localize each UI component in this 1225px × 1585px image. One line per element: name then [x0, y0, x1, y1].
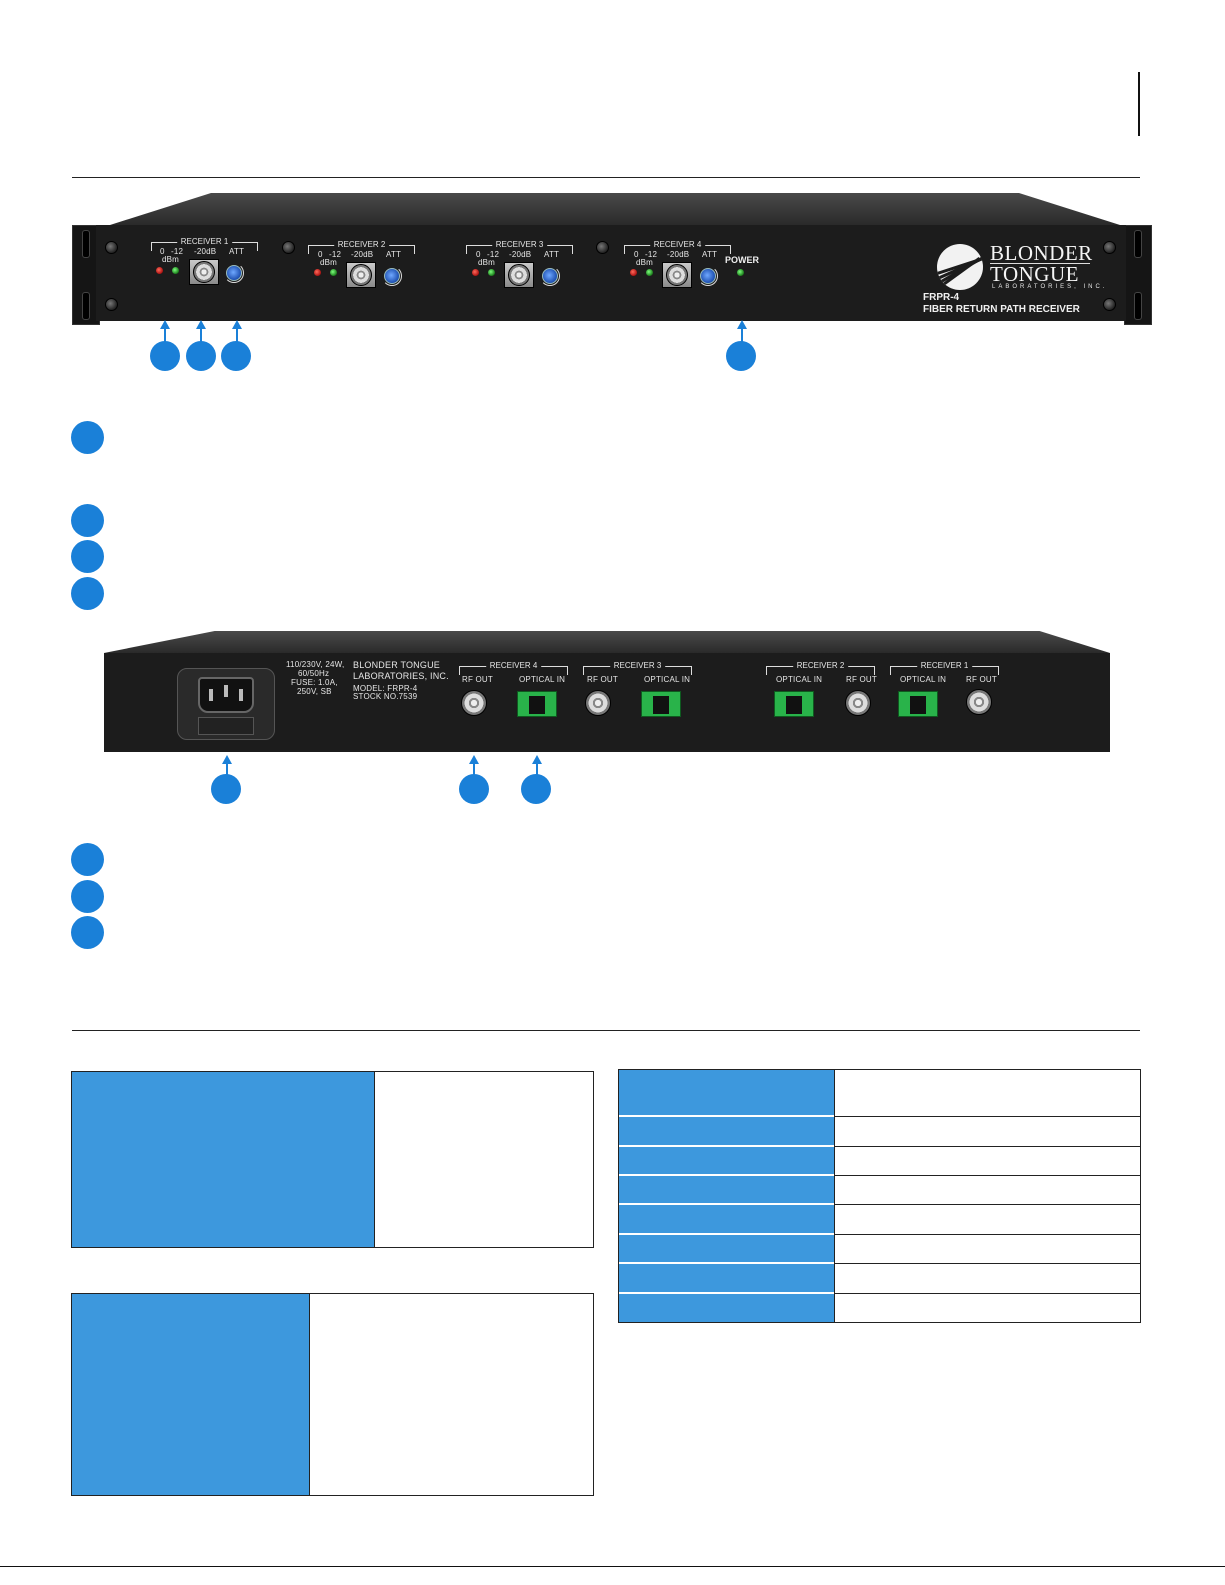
callout-7: [521, 774, 551, 804]
rear-receiver-1-rf-out[interactable]: [966, 689, 992, 715]
receiver-2-test-point[interactable]: [346, 262, 376, 288]
receiver-1-led-0dbm: [156, 267, 163, 274]
receiver-3-att-arrow-icon: [540, 266, 560, 286]
rear-receiver-4-rf-out[interactable]: [461, 690, 487, 716]
front-bullet-4: [71, 577, 104, 610]
page-edge-marker: [1138, 72, 1140, 136]
front-bullet-3: [71, 540, 104, 573]
callout-6: [459, 774, 489, 804]
brand-line-2: TONGUE: [990, 262, 1079, 286]
receiver-1-group: RECEIVER 1: [151, 237, 258, 251]
callout-2: [186, 341, 216, 371]
callout-5: [211, 774, 241, 804]
rear-bullet-5: [71, 843, 104, 876]
spec-table-b: [71, 1293, 594, 1496]
brand-line-1: BLONDER: [990, 241, 1093, 265]
receiver-2-att-arrow-icon: [382, 266, 402, 286]
power-label: POWER: [725, 255, 760, 265]
power-spec-line-2: 60/50Hz: [298, 669, 330, 678]
callout-4: [726, 341, 756, 371]
rear-receiver-1-group: RECEIVER 1: [890, 661, 999, 675]
receiver-4-test-point[interactable]: [662, 262, 692, 288]
blonder-tongue-logo-icon: [937, 244, 983, 290]
model-line: MODEL: FRPR-4: [353, 684, 418, 693]
rear-receiver-2-group: RECEIVER 2: [766, 661, 875, 675]
receiver-3-led-0dbm: [472, 269, 479, 276]
power-spec-line-4: 250V, SB: [297, 687, 332, 696]
model-name: FRPR-4: [923, 292, 960, 303]
callout-1: [150, 341, 180, 371]
callout-3: [221, 341, 251, 371]
receiver-1-test-point[interactable]: [189, 259, 219, 285]
receiver-2-group: RECEIVER 2: [308, 240, 415, 254]
receiver-4-label: RECEIVER 4: [649, 240, 706, 249]
receiver-3-group: RECEIVER 3: [466, 240, 573, 254]
receiver-4-led-minus12dbm: [646, 269, 653, 276]
rear-receiver-2-rf-out[interactable]: [845, 690, 871, 716]
stock-line: STOCK NO.7539: [353, 692, 418, 701]
receiver-2-led-0dbm: [314, 269, 321, 276]
rear-receiver-3-rf-out[interactable]: [585, 690, 611, 716]
receiver-3-test-point[interactable]: [504, 262, 534, 288]
power-spec-line-1: 110/230V, 24W,: [286, 660, 345, 669]
rear-receiver-3-group: RECEIVER 3: [583, 661, 692, 675]
company-line-2: LABORATORIES, INC.: [353, 671, 449, 681]
page-bottom-rule: [0, 1566, 1225, 1567]
rear-receiver-4-group: RECEIVER 4: [459, 661, 568, 675]
brand-sub: LABORATORIES, INC.: [992, 284, 1108, 290]
receiver-4-att-arrow-icon: [698, 266, 718, 286]
spec-table-a: [71, 1071, 594, 1248]
receiver-1-label: RECEIVER 1: [176, 237, 233, 246]
receiver-4-led-0dbm: [630, 269, 637, 276]
section-divider-bottom: [72, 1030, 1140, 1031]
receiver-3-label: RECEIVER 3: [491, 240, 548, 249]
rear-bullet-6: [71, 880, 104, 913]
company-line-1: BLONDER TONGUE: [353, 660, 440, 670]
receiver-1-led-minus12dbm: [172, 267, 179, 274]
product-name: FIBER RETURN PATH RECEIVER: [923, 304, 1080, 315]
power-inlet[interactable]: [177, 668, 275, 740]
rear-receiver-1-optical-in[interactable]: [898, 691, 938, 717]
power-led: [737, 269, 744, 276]
receiver-2-label: RECEIVER 2: [333, 240, 390, 249]
receiver-2-led-minus12dbm: [330, 269, 337, 276]
front-bullet-1: [71, 421, 104, 454]
rear-receiver-2-optical-in[interactable]: [774, 691, 814, 717]
front-bullet-2: [71, 504, 104, 537]
power-spec-line-3: FUSE: 1.0A,: [291, 678, 338, 687]
rear-receiver-4-optical-in[interactable]: [517, 691, 557, 717]
rear-receiver-3-optical-in[interactable]: [641, 691, 681, 717]
rear-bullet-7: [71, 916, 104, 949]
receiver-1-att-arrow-icon: [224, 263, 244, 283]
spec-table-c: [618, 1069, 1141, 1323]
section-divider-top: [72, 177, 1140, 178]
receiver-3-led-minus12dbm: [488, 269, 495, 276]
receiver-4-group: RECEIVER 4: [624, 240, 731, 254]
